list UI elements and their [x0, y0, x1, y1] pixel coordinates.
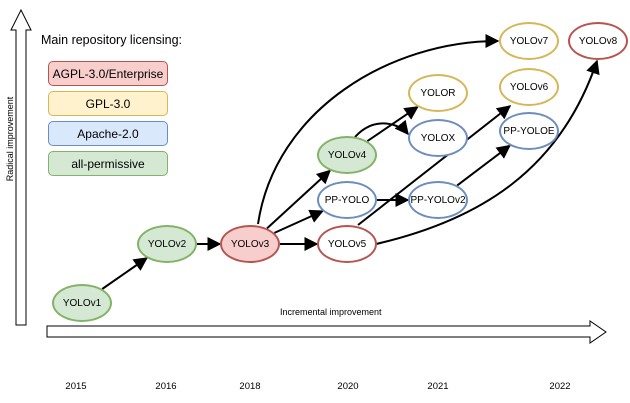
- year-label-2018: 2018: [239, 381, 261, 392]
- year-label-2016: 2016: [155, 381, 177, 392]
- edge-yolov5-yolov6: [357, 105, 512, 226]
- y-axis-label: Radical improvement: [5, 96, 15, 182]
- legend-title: Main repository licensing:: [41, 33, 183, 47]
- legend-badge-permissive: all-permissive: [48, 151, 168, 176]
- edge-yolov3-yolov4: [266, 169, 332, 230]
- node-yolov1: YOLOv1: [52, 284, 112, 322]
- node-yolov4: YOLOv4: [317, 136, 377, 174]
- edge-yolov1-yolov2: [101, 257, 148, 290]
- node-yolox: YOLOX: [408, 119, 468, 157]
- year-label-2021: 2021: [427, 381, 449, 392]
- legend-badge-apache: Apache-2.0: [48, 121, 168, 146]
- x-axis-label: Incremental improvement: [280, 307, 382, 317]
- legend-badge-agpl: AGPL-3.0/Enterprise: [48, 61, 168, 86]
- y-axis-arrow: [10, 8, 32, 326]
- node-ppyoloe: PP-YOLOE: [499, 112, 559, 150]
- edge-yolov3-yolov7: [257, 34, 500, 225]
- legend-badge-gpl: GPL-3.0: [48, 91, 168, 116]
- edge-yolov4-yolox: [354, 119, 409, 138]
- year-label-2015: 2015: [65, 381, 87, 392]
- edges-layer: [101, 34, 600, 290]
- x-axis-arrow: [46, 320, 607, 344]
- node-yolov5: YOLOv5: [317, 225, 377, 263]
- node-yolov3: YOLOv3: [220, 225, 280, 263]
- edge-ppyolov2-ppyoloe: [456, 144, 511, 187]
- year-label-2020: 2020: [337, 381, 359, 392]
- node-yolor: YOLOR: [408, 74, 468, 112]
- node-ppyolov2: PP-YOLOv2: [408, 181, 468, 219]
- node-yolov7: YOLOv7: [499, 22, 559, 60]
- edge-yolov3-ppyolo: [273, 209, 324, 234]
- node-yolov2: YOLOv2: [137, 225, 197, 263]
- edge-yolov5-yolov8: [375, 59, 600, 245]
- node-yolov8: YOLOv8: [568, 22, 628, 60]
- node-yolov6: YOLOv6: [499, 68, 559, 106]
- year-label-2022: 2022: [549, 381, 571, 392]
- node-ppyolo: PP-YOLO: [317, 181, 377, 219]
